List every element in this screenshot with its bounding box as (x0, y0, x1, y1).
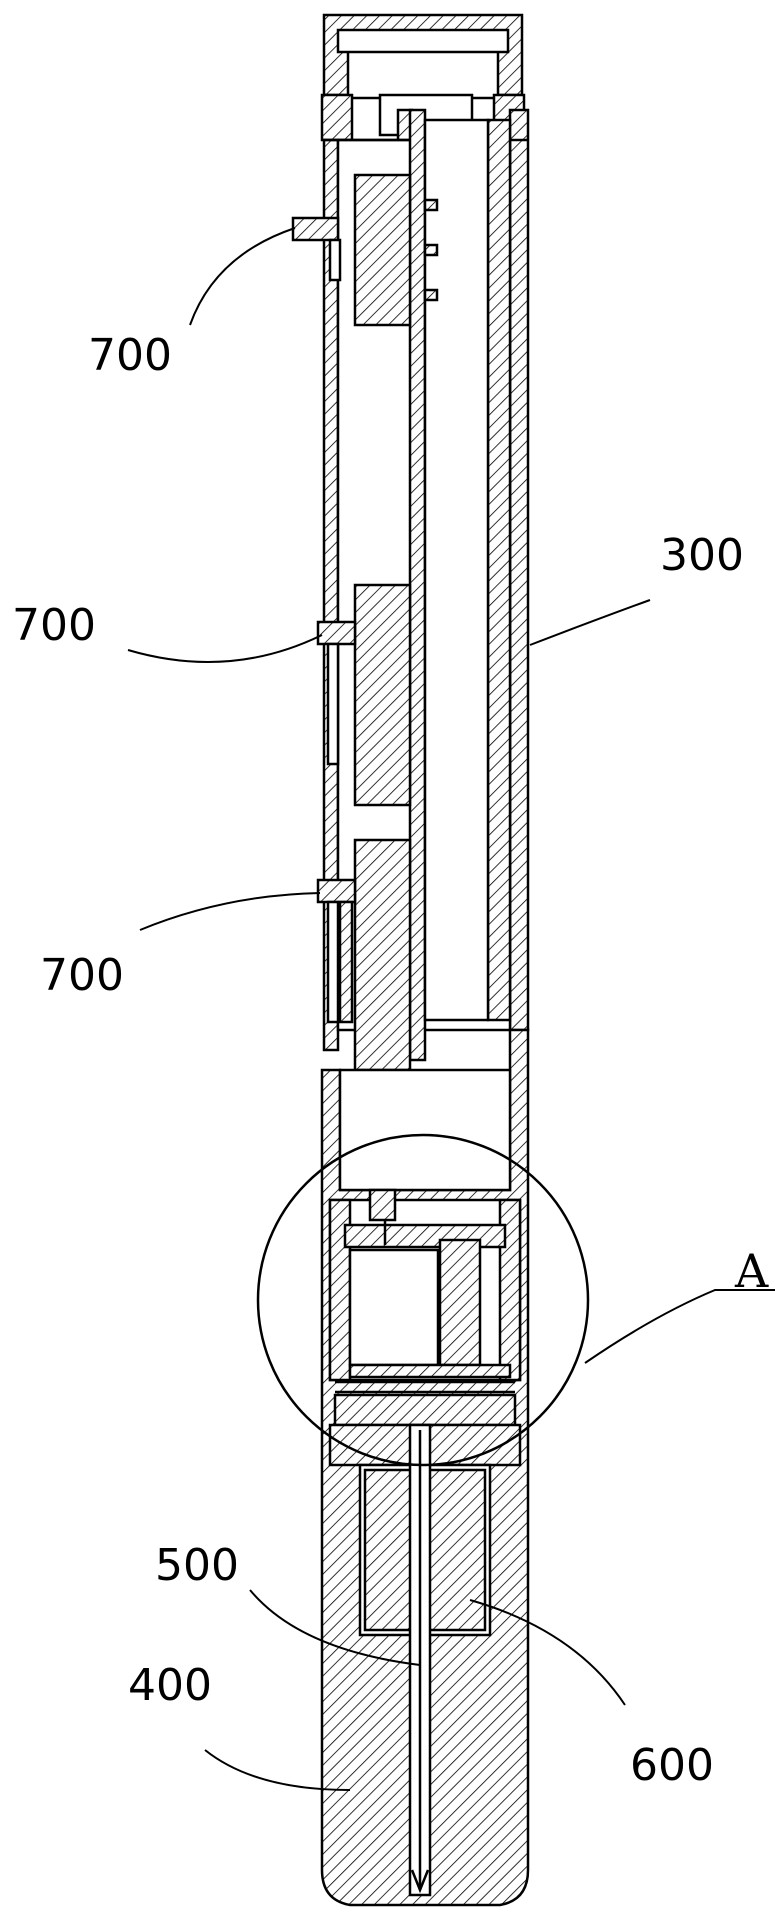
label-700-middle: 700 (12, 600, 96, 651)
label-a: A (734, 1244, 769, 1298)
label-700-top: 700 (88, 330, 172, 381)
label-600: 600 (630, 1740, 714, 1791)
label-400: 400 (128, 1660, 212, 1711)
central-rod (410, 110, 425, 1060)
label-500: 500 (155, 1540, 239, 1591)
label-700-lower: 700 (40, 950, 124, 1001)
label-300: 300 (660, 530, 744, 581)
